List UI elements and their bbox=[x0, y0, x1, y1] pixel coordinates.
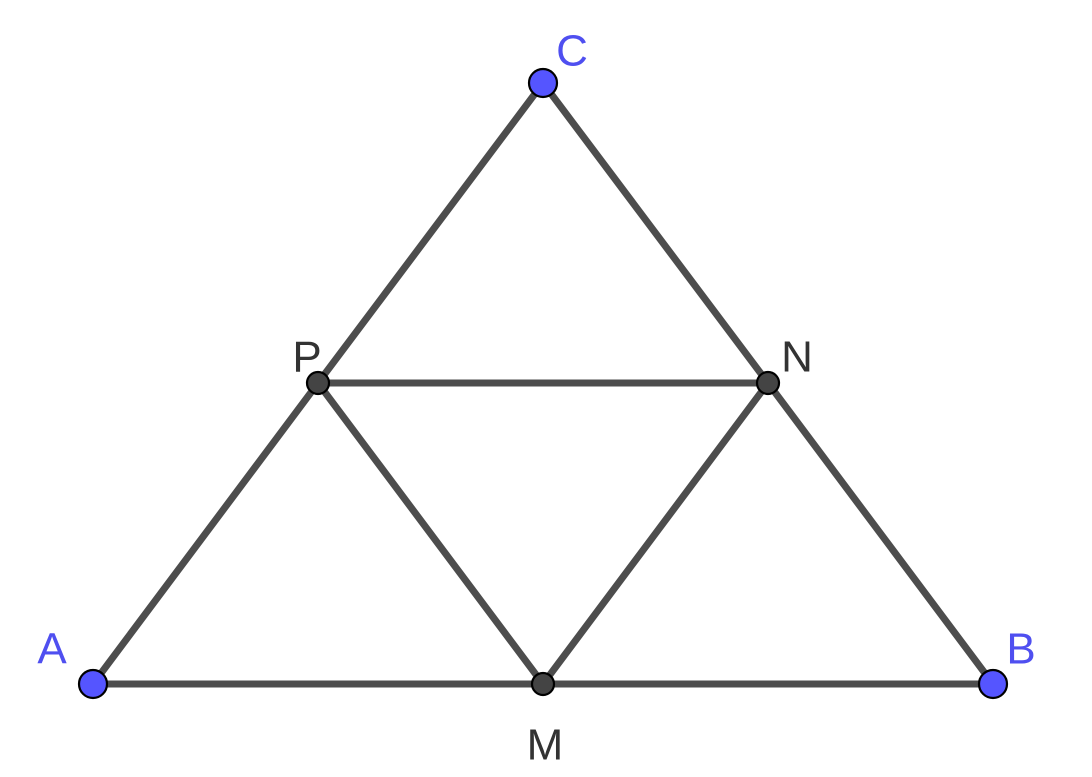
labels-layer: A B C M N P bbox=[37, 27, 1035, 770]
point-label-m: M bbox=[527, 721, 564, 770]
segment-bn bbox=[764, 379, 997, 688]
point-label-b: B bbox=[1006, 625, 1035, 674]
point-p bbox=[305, 370, 331, 396]
point-label-p: P bbox=[292, 333, 321, 382]
point-n bbox=[755, 370, 781, 396]
segment-mn bbox=[539, 379, 772, 688]
segment-pa bbox=[89, 379, 322, 688]
point-c bbox=[527, 67, 559, 99]
point-label-c: C bbox=[556, 27, 588, 76]
point-b bbox=[977, 668, 1009, 700]
segment-nc bbox=[539, 79, 772, 387]
segment-cp bbox=[314, 79, 547, 387]
segments-layer bbox=[89, 79, 997, 688]
point-label-n: N bbox=[781, 333, 813, 382]
point-label-a: A bbox=[37, 625, 67, 674]
point-m bbox=[530, 671, 556, 697]
point-a bbox=[77, 668, 109, 700]
segment-pm bbox=[314, 379, 547, 688]
points-layer bbox=[77, 67, 1009, 700]
